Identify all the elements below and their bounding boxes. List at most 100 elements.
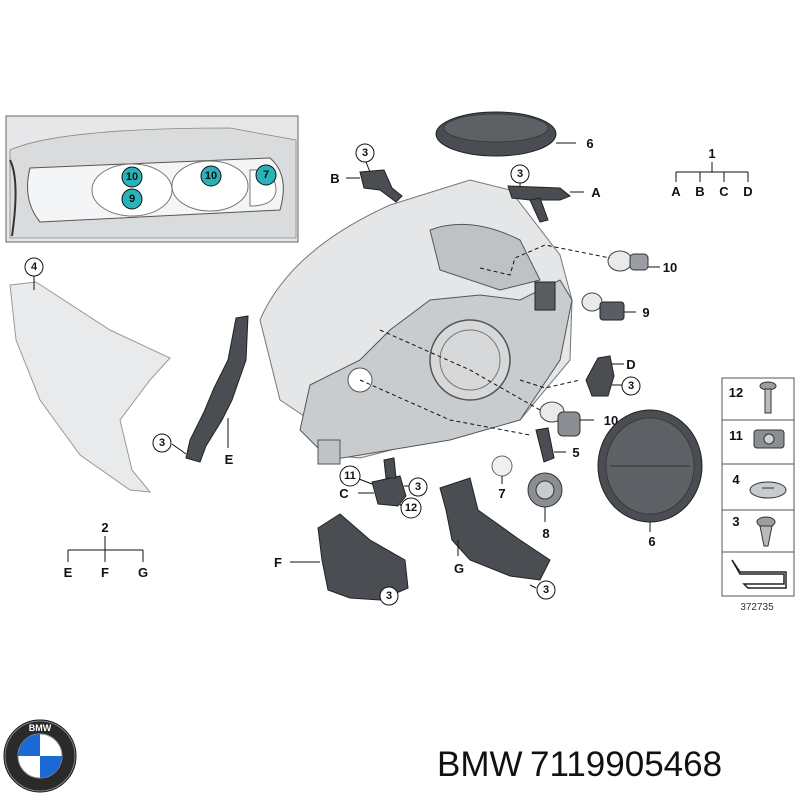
tree-2: 2 E F G: [64, 520, 148, 580]
svg-text:8: 8: [542, 526, 549, 541]
part-number: 7119905468: [530, 745, 722, 784]
svg-text:3: 3: [159, 437, 165, 449]
callout-3-e: 3: [152, 433, 172, 453]
bulb-7: [491, 455, 513, 477]
letter-c: C: [339, 486, 349, 501]
plug-cap-icon: [749, 481, 787, 499]
callout-3-d: 3: [621, 376, 641, 396]
inset-callout-9: 9: [121, 188, 143, 210]
arrow-symbol-icon: [731, 559, 787, 589]
part-6-round-cover: [597, 409, 703, 523]
svg-text:1: 1: [708, 146, 715, 161]
screw-icon: [759, 381, 777, 414]
svg-text:10: 10: [205, 170, 217, 182]
bracket-d: [585, 355, 615, 397]
callout-3-b: 3: [355, 143, 375, 163]
clip-nut-icon: [753, 429, 785, 449]
bracket-g: [439, 477, 551, 581]
reference-number: 372735: [740, 602, 774, 613]
svg-text:F: F: [101, 565, 109, 580]
bracket-a: [507, 185, 571, 223]
inset-callout-7: 7: [255, 164, 277, 186]
letter-d: D: [626, 357, 635, 372]
svg-text:11: 11: [344, 470, 356, 482]
svg-text:11: 11: [729, 428, 743, 443]
fastener-legend: 12 11 4 3: [721, 377, 795, 597]
letter-e: E: [225, 452, 234, 467]
svg-text:3: 3: [362, 147, 368, 159]
callout-3-c: 3: [408, 477, 428, 497]
callout-6-top: 6: [586, 136, 593, 151]
headlight-housing: [259, 179, 573, 465]
callout-4: 4: [24, 257, 44, 277]
svg-text:E: E: [64, 565, 73, 580]
callout-12: 12: [400, 497, 422, 519]
letter-b: B: [330, 171, 339, 186]
svg-text:10: 10: [663, 260, 677, 275]
bracket-c: [371, 457, 407, 507]
svg-text:A: A: [671, 184, 681, 199]
bracket-f: [317, 513, 409, 601]
self-tapping-screw-icon: [756, 516, 776, 547]
bulb-10-upper: [607, 250, 649, 272]
legend-row-3: 3: [732, 514, 776, 547]
legend-row-12: 12: [729, 381, 777, 414]
legend-row-arrow: [731, 559, 787, 589]
bulb-10-lower: [539, 401, 581, 437]
part-6-top-cover: [435, 111, 557, 157]
svg-text:3: 3: [543, 584, 549, 596]
svg-text:6: 6: [648, 534, 655, 549]
svg-text:12: 12: [405, 502, 417, 514]
svg-text:3: 3: [732, 514, 739, 529]
callout-6-cover: 6: [648, 534, 655, 549]
tree-1: 1 A B C D: [671, 146, 752, 199]
callout-8: 8: [542, 526, 549, 541]
svg-text:3: 3: [415, 481, 421, 493]
svg-text:3: 3: [628, 380, 634, 392]
svg-text:3: 3: [386, 590, 392, 602]
callout-11: 11: [339, 465, 361, 487]
callout-3-g: 3: [536, 580, 556, 600]
svg-text:6: 6: [586, 136, 593, 151]
svg-text:2: 2: [101, 520, 108, 535]
svg-text:12: 12: [729, 385, 743, 400]
callout-3-a: 3: [510, 164, 530, 184]
inset-callout-10-right: 10: [200, 165, 222, 187]
svg-text:BMW: BMW: [29, 723, 52, 733]
tube-5: [535, 427, 555, 463]
inset-callout-10-left: 10: [121, 166, 143, 188]
svg-text:9: 9: [129, 193, 135, 205]
bracket-b: [359, 169, 403, 203]
svg-text:9: 9: [642, 305, 649, 320]
callout-7: 7: [498, 486, 505, 501]
bracket-e: [185, 315, 249, 463]
svg-text:B: B: [695, 184, 704, 199]
svg-text:5: 5: [572, 445, 579, 460]
inset-headlight-view: [5, 115, 299, 243]
bulb-9: [581, 292, 625, 321]
svg-text:C: C: [719, 184, 729, 199]
svg-text:D: D: [743, 184, 752, 199]
legend-row-4: 4: [732, 472, 787, 499]
svg-text:10: 10: [126, 171, 138, 183]
part-number-title: BMW 7119905468: [437, 745, 722, 784]
letter-a: A: [591, 185, 601, 200]
bmw-logo: BMW: [3, 719, 77, 793]
callout-3-f: 3: [379, 586, 399, 606]
legend-row-11: 11: [729, 428, 785, 449]
letter-f: F: [274, 555, 282, 570]
svg-text:4: 4: [732, 472, 740, 487]
side-trim-4: [9, 281, 171, 493]
svg-text:3: 3: [517, 168, 523, 180]
svg-text:7: 7: [263, 169, 269, 181]
brand-name: BMW: [437, 745, 523, 784]
svg-text:G: G: [138, 565, 148, 580]
socket-8: [527, 472, 563, 508]
svg-text:4: 4: [31, 261, 38, 273]
callout-5: 5: [572, 445, 579, 460]
callout-10-upper: 10: [663, 260, 677, 275]
svg-text:7: 7: [498, 486, 505, 501]
letter-g: G: [454, 561, 464, 576]
callout-9: 9: [642, 305, 649, 320]
